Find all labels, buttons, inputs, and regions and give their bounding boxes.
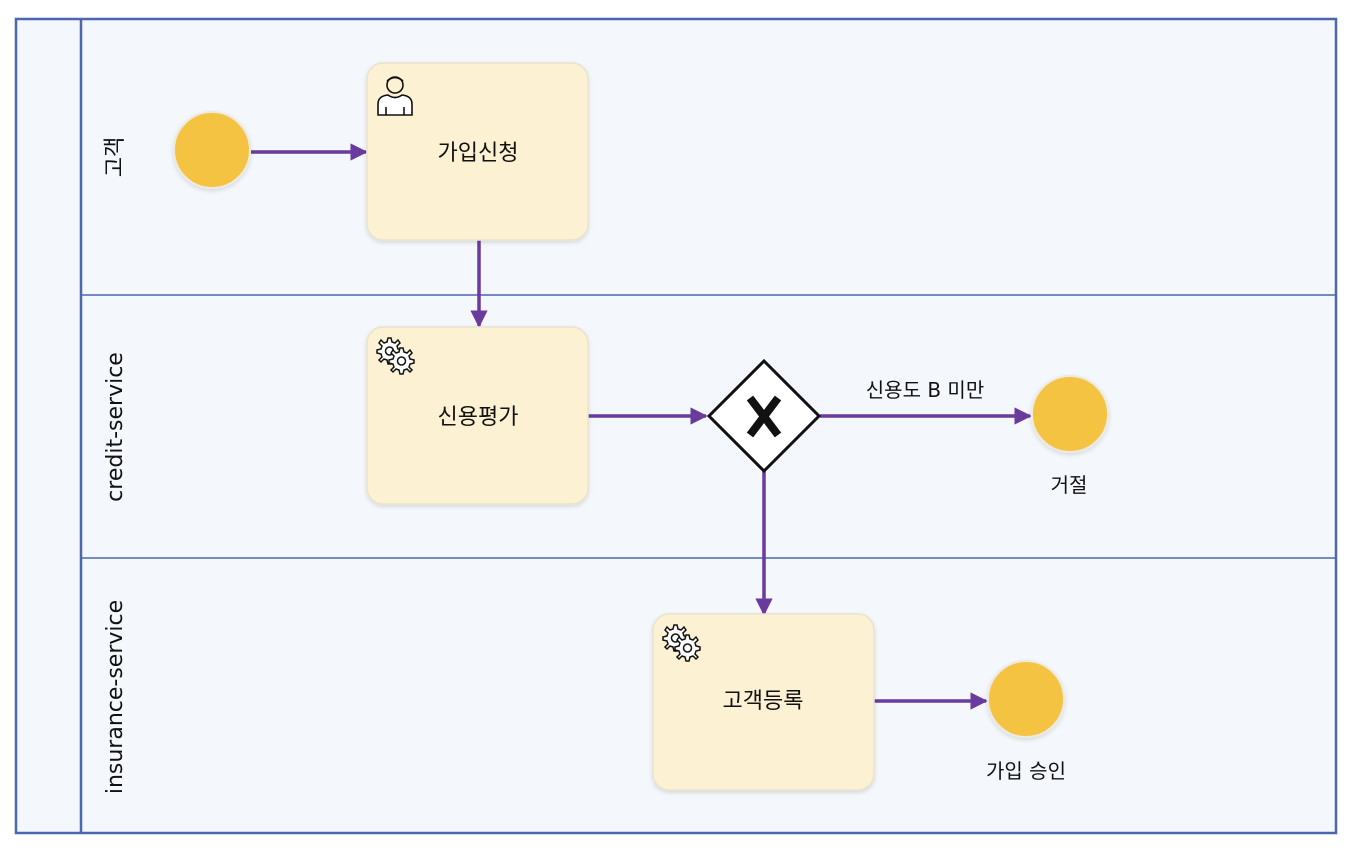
lane-label-insurance-service: insurance-service	[103, 600, 128, 794]
lane-label-customer: 고객	[103, 137, 128, 177]
task-customer-registration[interactable]: 고객등록	[652, 613, 875, 791]
task-label: 고객등록	[723, 689, 804, 714]
task-box	[652, 613, 875, 791]
start-event[interactable]	[173, 111, 251, 189]
gear-icon	[376, 337, 415, 375]
task-label: 신용평가	[438, 405, 519, 430]
end-event-reject[interactable]	[1031, 375, 1109, 453]
task-signup-request[interactable]: 가입신청	[366, 62, 589, 241]
task-label: 가입신청	[438, 141, 519, 166]
lane-label-credit-service: credit-service	[103, 352, 128, 502]
user-icon	[377, 76, 413, 116]
gear-icon	[662, 624, 701, 662]
end-event-approve-label: 가입 승인	[986, 759, 1066, 783]
end-event-approve[interactable]	[987, 660, 1065, 738]
end-event-reject-label: 거절	[1051, 473, 1088, 497]
exclusive-gateway[interactable]	[706, 358, 822, 474]
task-box	[366, 62, 589, 241]
x-icon	[746, 395, 782, 438]
sequence-flows	[251, 143, 1032, 710]
task-credit-evaluation[interactable]: 신용평가	[366, 326, 589, 505]
flow-condition-label: 신용도 B 미만	[866, 378, 984, 402]
task-box	[366, 326, 589, 505]
